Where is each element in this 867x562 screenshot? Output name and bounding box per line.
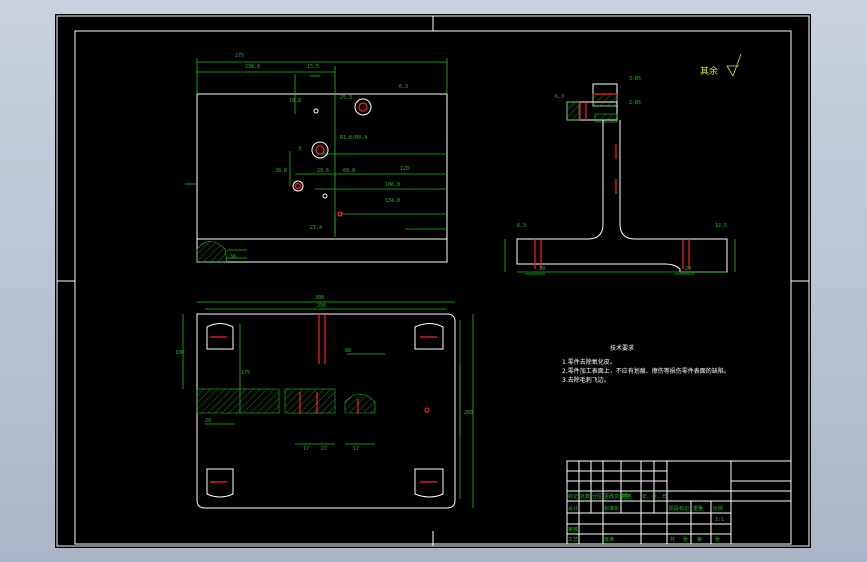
dim-12-5: 12.5 (715, 223, 727, 229)
dim-106-8: 106.8 (385, 182, 400, 188)
dim-20: 20 (685, 266, 691, 272)
dim-17-b: 17 (353, 446, 359, 452)
dim-256: 256 (317, 303, 326, 309)
tb-review: 审核 (568, 526, 578, 533)
dim-27: 27 (321, 446, 327, 452)
tb-scale-value: 1:1 (715, 517, 724, 523)
dim-100: 100 (175, 350, 184, 356)
tb-total: 共 (670, 536, 675, 543)
dim-20: 20 (205, 418, 211, 424)
dim-29-6: 29.6 (317, 168, 329, 174)
tb-change-doc: 更改文件号 (604, 493, 629, 500)
tb-sheets-1: 张 (683, 536, 688, 543)
dim-15-5: 15.5 (307, 64, 319, 70)
dim-36: 36 (230, 254, 236, 260)
roughness-note: 其余 (700, 65, 718, 77)
tb-scale: 比例 (713, 505, 723, 512)
dim-175: 175 (241, 370, 250, 376)
tb-date: 年、月、日 (642, 493, 667, 500)
dim-21-4: 21.4 (310, 225, 322, 231)
tb-approve: 批准 (604, 536, 614, 543)
tech-title: 技术要求 (610, 344, 634, 352)
outer-frame (56, 15, 810, 547)
tb-count: 处数 (580, 493, 590, 500)
dim-238-8: 238.8 (245, 64, 260, 70)
dim-68: 68 (345, 348, 351, 354)
dim-17-a: 17 (303, 446, 309, 452)
dim-25-3: 25.3 (340, 95, 352, 101)
tb-weight: 重量 (693, 505, 703, 512)
dim-6-3-b: 6.3 (517, 223, 526, 229)
inner-frame (74, 30, 792, 545)
tb-standard: 标准化 (604, 505, 619, 512)
technical-requirements: 技术要求 1.零件去除氧化皮。 2.零件加工表面上，不应有划痕、擦伤等损伤零件表… (562, 344, 730, 384)
drawing-sheet: 275 238.8 15.5 16.8 6.3 25.3 R1.8/R0.4 1… (55, 14, 811, 548)
dim-2-r5: 2-R5 (629, 100, 641, 106)
dim-radius: R1.8/R0.4 (340, 135, 367, 141)
dim-30: 30 (539, 266, 545, 272)
dim-6-3: 6.3 (399, 84, 408, 90)
dim-6-3-a: 6.3 (555, 94, 564, 100)
drawing-canvas: 275 238.8 15.5 16.8 6.3 25.3 R1.8/R0.4 1… (56, 15, 810, 547)
tb-sheets-2: 张 (715, 536, 720, 543)
tb-process: 工艺 (568, 537, 578, 543)
tb-stage: 阶段标记 (669, 505, 689, 512)
bottom-view: 300 256 100 175 260 20 17 27 17 68 (175, 295, 474, 509)
tb-design: 设计 (568, 505, 578, 512)
dim-3-r5: 3-R5 (629, 76, 641, 82)
dim-260: 260 (464, 410, 473, 416)
tb-mark: 标记 (568, 493, 578, 500)
top-view: 275 238.8 15.5 16.8 6.3 25.3 R1.8/R0.4 1… (185, 53, 448, 263)
side-view: 3-R5 2-R5 6.3 6.3 12.5 30 20 其余 (504, 53, 742, 275)
dim-275: 275 (235, 53, 244, 59)
dim-38-8: 38.8 (275, 168, 287, 174)
tech-note-2: 2.零件加工表面上，不应有划痕、擦伤等损伤零件表面的缺陷。 (562, 367, 730, 375)
dim-60-8: 60.8 (343, 168, 355, 174)
tech-note-1: 1.零件去除氧化皮。 (562, 358, 616, 366)
dim-134-8: 134.8 (385, 198, 400, 204)
dim-120: 120 (400, 166, 409, 172)
title-block: 标记 处数 分区 更改文件号 签名 年、月、日 设计 标准化 审核 工艺 批准 … (566, 460, 792, 545)
dim-300: 300 (315, 295, 324, 301)
tech-note-3: 3.去除毛刺飞边。 (562, 376, 610, 384)
tb-no: 第 (697, 536, 702, 543)
dim-16-8: 16.8 (289, 98, 301, 104)
tb-sign: 签名 (622, 493, 632, 500)
tb-zone: 分区 (592, 493, 602, 500)
